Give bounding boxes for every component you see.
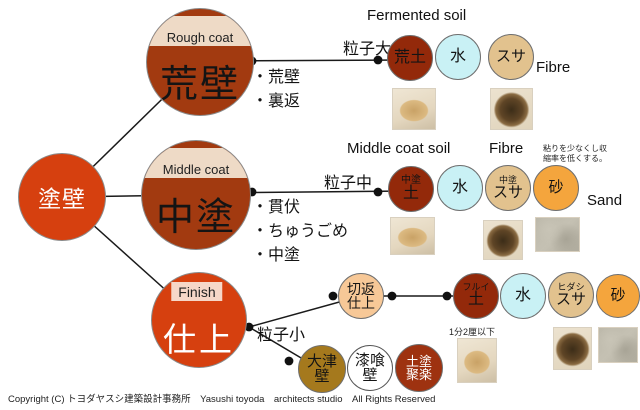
- middle-sand-node: 砂: [533, 165, 579, 211]
- rough-water-label: 水: [449, 47, 466, 65]
- rough-soil-label: 荒土: [393, 48, 426, 66]
- rough-susa-label: スサ: [495, 48, 526, 66]
- fermented-soil-heading: Fermented soil: [367, 7, 467, 24]
- otsu-wall-label-top: 大津: [306, 352, 337, 370]
- sand-heading: Sand: [587, 192, 623, 209]
- sand-effect-note-line1: 粘りを少なくし収: [543, 144, 607, 153]
- middle-coat-node-label: 中塗: [155, 196, 236, 239]
- sieve-size-note: 1分2厘以下: [449, 327, 496, 337]
- sand-effect-note: 粘りを少なくし収 縮率を低くする。: [543, 144, 607, 163]
- juraku-wall-node: 土塗 聚楽: [395, 344, 443, 392]
- finish-sand-node: 砂: [596, 274, 640, 318]
- rough-susa-node: スサ: [488, 34, 534, 80]
- rough-coat-band-label: Rough coat: [166, 30, 234, 45]
- middle-susa-node: 中塗 スサ: [485, 165, 531, 211]
- middle-coat-soil-heading: Middle coat soil: [347, 140, 451, 157]
- juraku-wall-label-top: 土塗: [405, 353, 432, 369]
- middle-soil-label-bottom: 土: [402, 184, 419, 202]
- finish-water-label: 水: [514, 286, 531, 304]
- middle-coat-node: Middle coat 中塗: [141, 140, 251, 250]
- middle-water-node: 水: [437, 165, 483, 211]
- shikkui-wall-node: 漆喰 壁: [347, 345, 393, 391]
- middle-susa-label-top: 中塗: [498, 174, 517, 185]
- rough-water-node: 水: [435, 34, 481, 80]
- rough-fibre-texture-image: [490, 88, 533, 130]
- finish-fibre-texture-image: [553, 327, 592, 370]
- kirikaeshi-finish-node: 切返 仕上: [338, 273, 384, 319]
- middle-water-label: 水: [451, 178, 468, 196]
- middle-soil-node: 中塗 土: [388, 166, 434, 212]
- copyright-text: Copyright (C) トヨダヤスシ建築設計事務所 Yasushi toyo…: [8, 394, 436, 405]
- particle-size-large-label: 粒子大: [343, 41, 392, 58]
- rough-coat-band: Rough coat: [147, 16, 253, 46]
- bullet-item: ・貫伏: [252, 199, 301, 216]
- finish-susa-label-top: ヒダシ: [557, 281, 585, 292]
- middle-coat-band-label: Middle coat: [162, 162, 230, 177]
- finish-sand-texture-image: [598, 327, 638, 363]
- finish-soil-label-bottom: 土: [467, 291, 484, 309]
- root-node-nurikabe: 塗壁: [18, 153, 106, 241]
- middle-susa-label-bottom: スサ: [492, 183, 523, 201]
- finish-badge: Finish: [171, 282, 223, 301]
- particle-size-medium-label: 粒子中: [324, 175, 373, 192]
- finish-badge-label: Finish: [178, 284, 216, 300]
- kirikaeshi-label-top: 切返: [347, 280, 375, 297]
- finish-node-label: 仕上: [163, 321, 235, 358]
- rough-coat-node-label: 荒壁: [159, 63, 240, 106]
- bullet-item: ・荒壁: [252, 69, 301, 86]
- particle-size-small-label: 粒子小: [257, 327, 306, 344]
- middle-sand-texture-image: [535, 217, 580, 252]
- middle-fibre-texture-image: [483, 220, 523, 260]
- fibre-heading-middle: Fibre: [489, 140, 524, 157]
- rough-soil-node: 荒土: [387, 35, 433, 81]
- rough-coat-node: Rough coat 荒壁: [146, 8, 254, 116]
- finish-water-node: 水: [500, 273, 546, 319]
- finish-susa-node: ヒダシ スサ: [548, 272, 594, 318]
- bullet-item: ・裏返: [252, 93, 301, 110]
- finish-soil-texture-image: [457, 338, 497, 383]
- otsu-wall-label-bottom: 壁: [314, 368, 330, 385]
- bullet-item: ・中塗: [252, 247, 301, 264]
- bullet-item: ・ちゅうごめ: [252, 223, 349, 240]
- shikkui-wall-label-top: 漆喰: [354, 351, 385, 369]
- middle-sand-label: 砂: [548, 179, 564, 197]
- root-node-label: 塗壁: [38, 186, 86, 212]
- sand-effect-note-line2: 縮率を低くする。: [543, 153, 607, 163]
- rough-soil-texture-image: [392, 88, 436, 130]
- middle-coat-band: Middle coat: [142, 148, 250, 178]
- rough-coat-bullet-list: ・荒壁 ・裏返: [252, 66, 300, 114]
- fibre-heading-rough: Fibre: [536, 59, 571, 76]
- middle-coat-bullet-list: ・貫伏 ・ちゅうごめ ・中塗: [252, 196, 348, 268]
- kirikaeshi-label-bottom: 仕上: [347, 295, 375, 311]
- middle-soil-texture-image: [390, 217, 435, 255]
- finish-susa-label-bottom: スサ: [555, 290, 586, 308]
- finish-soil-label-top: フルイ: [462, 282, 490, 293]
- middle-soil-label-top: 中塗: [401, 174, 421, 186]
- finish-sand-label: 砂: [610, 287, 626, 305]
- otsu-wall-node: 大津 壁: [298, 345, 346, 393]
- juraku-wall-label-bottom: 聚楽: [405, 367, 432, 382]
- finish-node: Finish 仕上: [151, 272, 247, 368]
- shikkui-wall-label-bottom: 壁: [362, 367, 378, 384]
- finish-soil-node: フルイ 土: [453, 273, 499, 319]
